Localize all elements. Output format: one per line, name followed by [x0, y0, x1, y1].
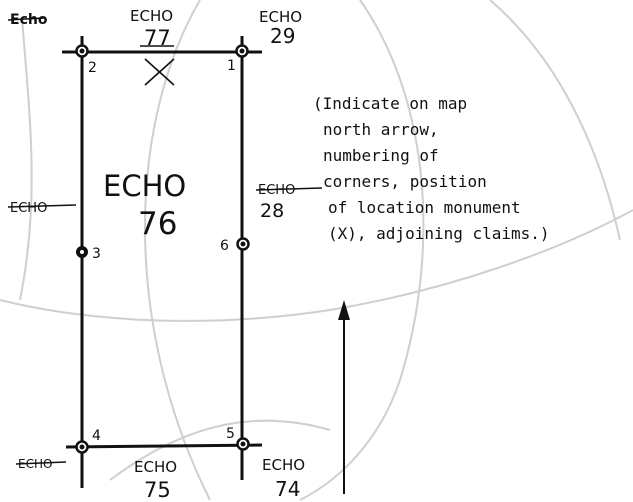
corner-post-5	[236, 437, 250, 451]
claim-bottom-right-name: ECHO	[262, 456, 305, 474]
instructions-line-5: of location monument	[328, 198, 521, 217]
instructions-line-6: (X), adjoining claims.)	[328, 224, 550, 243]
instructions-line-3: numbering of	[323, 146, 439, 165]
corner-number-4: 4	[92, 428, 101, 444]
claim-bottom-middle-name: ECHO	[134, 458, 177, 476]
claim-top-right: ECHO 29	[259, 8, 302, 48]
corner-number-5: 5	[226, 426, 235, 442]
claim-right-side-name: ECHO	[258, 183, 295, 198]
claim-left-side: ECHO	[7, 201, 77, 216]
claim-top-left: Echo	[7, 12, 48, 28]
claim-right-side-number: 28	[260, 200, 284, 222]
corner-post-4	[75, 440, 89, 454]
claim-left-side-name: ECHO	[10, 201, 47, 216]
claim-top-right-number: 29	[270, 24, 295, 48]
claim-top-right-name: ECHO	[259, 8, 302, 26]
corner-post-2	[75, 44, 89, 58]
corner-number-3: 3	[92, 246, 101, 262]
claim-bottom-left: ECHO	[15, 457, 67, 471]
claim-bottom-right: ECHO 74	[262, 456, 305, 501]
location-monument-x-icon	[144, 58, 175, 86]
instructions-line-1: (Indicate on map	[313, 94, 467, 113]
claim-center: ECHO 76	[103, 169, 186, 242]
corner-post-6	[236, 237, 250, 251]
claim-center-name: ECHO	[103, 169, 186, 203]
corner-number-2: 2	[88, 60, 97, 76]
north-arrow-icon	[338, 300, 350, 494]
claim-top-middle: ECHO 77	[130, 7, 174, 50]
corner-number-1: 1	[227, 58, 236, 74]
claim-right-side: ECHO 28	[255, 183, 323, 222]
claim-bottom-middle-number: 75	[144, 478, 171, 502]
claim-bottom-middle: ECHO 75	[134, 458, 177, 502]
bottom-boundary-line	[65, 443, 263, 449]
claim-top-middle-name: ECHO	[130, 7, 173, 25]
instructions-line-2: north arrow,	[323, 120, 439, 139]
corner-number-6: 6	[220, 238, 229, 254]
corner-post-3	[76, 246, 88, 258]
claim-bottom-right-number: 74	[275, 477, 300, 501]
instructions-line-4: corners, position	[323, 172, 487, 191]
instructions-block: (Indicate on map north arrow, numbering …	[313, 94, 550, 243]
claim-top-left-name: Echo	[10, 12, 48, 28]
claim-center-number: 76	[138, 206, 177, 242]
corner-post-1	[235, 44, 249, 58]
